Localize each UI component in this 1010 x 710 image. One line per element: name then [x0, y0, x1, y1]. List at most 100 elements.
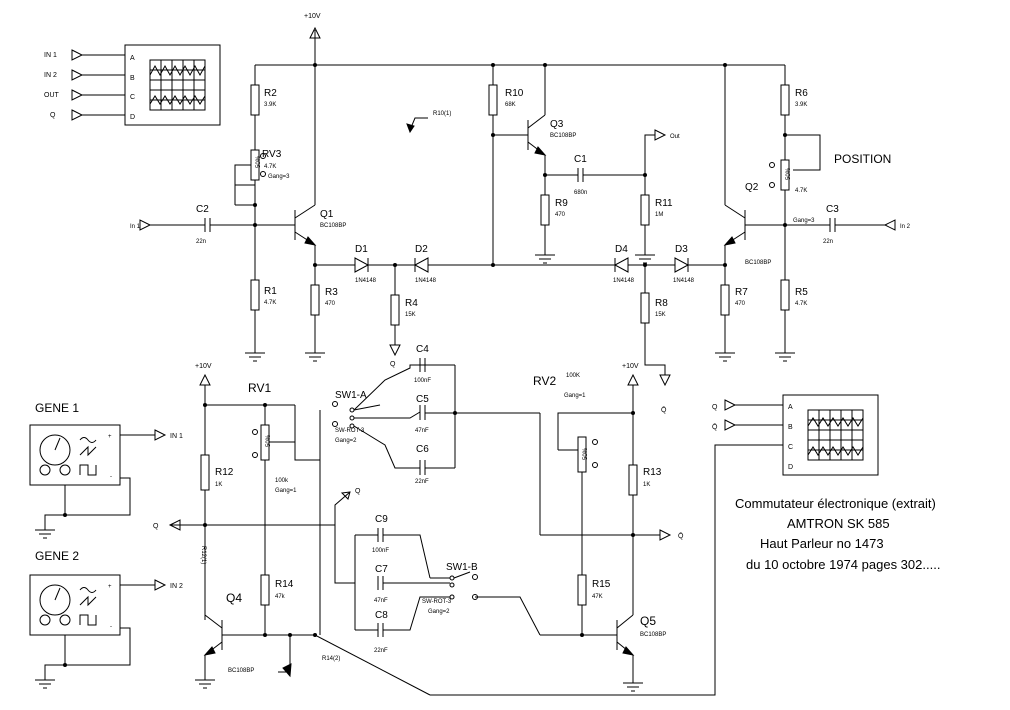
svg-text:-: - — [110, 624, 112, 630]
d2-type: 1N4148 — [415, 278, 437, 284]
c8-value: 22nF — [374, 648, 388, 654]
r9-label: R9 — [555, 198, 568, 209]
r8-value: 15K — [655, 312, 666, 318]
position-pot-wiper: 50% — [786, 167, 792, 180]
resistor-r13 — [628, 464, 638, 496]
c9-label: C9 — [375, 514, 388, 525]
rv2-label: RV2 — [533, 374, 556, 388]
stage-q2: R6 3.9K POSITION 50% 4.7K Q2 BC108BP Gan… — [715, 65, 911, 362]
diode-d2 — [413, 257, 429, 273]
r1-value: 4.7K — [264, 300, 276, 306]
gene2-output-label: IN 2 — [170, 583, 183, 590]
rv3-value: 4.7K — [264, 164, 276, 170]
d3-type: 1N4148 — [673, 278, 695, 284]
q4-label: Q4 — [226, 591, 242, 605]
r13-label: R13 — [643, 467, 662, 478]
r11-value: 1M — [655, 212, 663, 218]
gene2-label: GENE 2 — [35, 549, 79, 563]
q3-label: Q3 — [550, 119, 564, 130]
rv1-value: 100k — [275, 478, 289, 484]
rv2-wiper: 50% — [583, 447, 589, 460]
diode-d3 — [674, 257, 690, 273]
vcc-label-left: +10V — [195, 363, 212, 370]
scope1-input-q: Q — [50, 112, 56, 119]
gene1-label: GENE 1 — [35, 401, 79, 415]
resistor-r11 — [640, 194, 650, 226]
d1-label: D1 — [355, 244, 368, 255]
sw1b-type: SW-ROT-3 — [422, 599, 452, 605]
qbar-output-label-1: Q̄ — [661, 406, 667, 414]
scope1-pin-a: A — [130, 55, 135, 62]
scope1-input-in2: IN 2 — [44, 72, 57, 79]
q-output-label-1: Q — [390, 361, 396, 368]
resistor-r9 — [540, 194, 550, 226]
diode-row: D1 1N4148 D2 1N4148 D4 1N4148 D3 1N4148 … — [315, 244, 727, 414]
r4-value: 15K — [405, 312, 416, 318]
scope2-pin-b: B — [788, 424, 793, 431]
r9-value: 470 — [555, 212, 566, 218]
r12-value: 1K — [215, 482, 222, 488]
d2-label: D2 — [415, 244, 428, 255]
r14-label: R14 — [275, 579, 294, 590]
note-line-4: du 10 octobre 1974 pages 302..... — [746, 557, 940, 572]
c3-value: 22n — [823, 239, 833, 245]
r6-value: 3.9K — [795, 102, 807, 108]
in1-terminal — [139, 219, 152, 231]
scope1-input-in1: IN 1 — [44, 52, 57, 59]
resistor-r3 — [310, 284, 320, 316]
c5-value: 47nF — [415, 428, 429, 434]
c4-value: 100nF — [414, 378, 431, 384]
c1-value: 680n — [574, 190, 587, 196]
r3-value: 470 — [325, 301, 336, 307]
top-supply-rail: +10V — [255, 13, 785, 67]
rv2-value: 100K — [566, 373, 580, 379]
r10-label: R10 — [505, 88, 524, 99]
r4-label: R4 — [405, 298, 418, 309]
c7-value: 47nF — [374, 598, 388, 604]
rv3-wiper-value: 50% — [256, 155, 262, 168]
scope2-pin-d: D — [788, 464, 793, 471]
d4-type: 1N4148 — [613, 278, 635, 284]
rv3-gang: Gang=3 — [268, 174, 290, 180]
c9-value: 100nF — [372, 548, 389, 554]
resistor-r7 — [720, 284, 730, 316]
diode-d4 — [613, 257, 629, 273]
resistor-r12 — [200, 454, 210, 491]
resistor-r10 — [488, 84, 498, 116]
c3-label: C3 — [826, 204, 839, 215]
d1-type: 1N4148 — [355, 278, 377, 284]
sw1b-label: SW1-B — [446, 562, 478, 573]
diode-d1 — [354, 257, 370, 273]
c3-gang: Gang=3 — [793, 218, 815, 224]
c8-label: C8 — [375, 610, 388, 621]
in2-label: In 2 — [900, 224, 911, 230]
c4-label: C4 — [416, 344, 429, 355]
r13-value: 1K — [643, 482, 650, 488]
r5-value: 4.7K — [795, 301, 807, 307]
scope1-pin-d: D — [130, 114, 135, 121]
r11-label: R11 — [655, 198, 673, 209]
scope1-input-out: OUT — [44, 92, 60, 99]
resistor-r15 — [577, 574, 587, 606]
r10-probe-tag: R10(1) — [433, 111, 451, 117]
r14-probe-tag: R14(2) — [322, 656, 340, 662]
resistor-r8 — [640, 292, 650, 324]
qbar-mid-label: Q̄ — [678, 532, 684, 540]
q5-type: BC108BP — [640, 632, 666, 638]
multivibrator-right: RV2 100K Gang=1 +10V 50% R13 1K Q̄ R15 4… — [533, 363, 684, 692]
out-label: Out — [670, 134, 680, 140]
c6-label: C6 — [416, 444, 429, 455]
sw1b-gang: Gang=2 — [428, 609, 450, 615]
q2-type: BC108BP — [745, 260, 771, 266]
r2-label: R2 — [264, 88, 277, 99]
sw1a-gang: Gang=2 — [335, 438, 357, 444]
in1-label: In 1 — [130, 224, 141, 230]
d3-label: D3 — [675, 244, 688, 255]
multivibrator-left: +10V RV1 50% 100k Gang=1 R12 1K Q R12(1)… — [153, 363, 783, 696]
source-note: Commutateur électronique (extrait) AMTRO… — [735, 496, 940, 572]
scope1-pin-c: C — [130, 94, 135, 101]
scope2-pin-a: A — [788, 404, 793, 411]
position-pot-value: 4.7K — [795, 188, 807, 194]
vcc-label-top: +10V — [304, 13, 321, 20]
rv1-wiper: 50% — [266, 434, 272, 447]
